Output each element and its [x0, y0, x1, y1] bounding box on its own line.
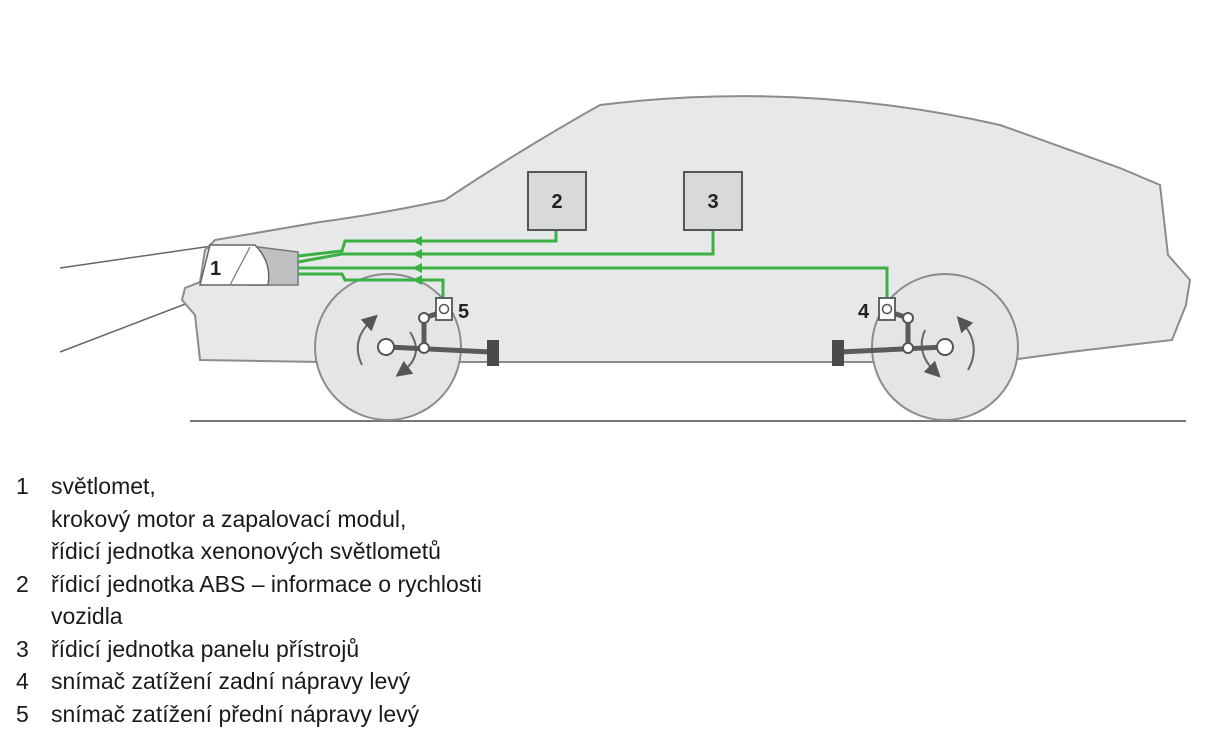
wire-abs: [297, 230, 558, 258]
rear-suspension-mount: [832, 340, 844, 366]
legend-text: krokový motor a zapalovací modul,: [51, 505, 407, 532]
rear-load-sensor-dot: [881, 303, 893, 315]
legend-item: 3 řídicí jednotka panelu přístrojů: [16, 633, 636, 666]
front-suspension-joint: [418, 312, 430, 324]
rear-wheel-hub: [936, 338, 954, 356]
headlight-lens-line: [229, 246, 251, 286]
wire-panel: [297, 230, 715, 264]
legend-number: 3: [16, 635, 29, 662]
car-diagram: 1 2 3 5 4: [59, 95, 1192, 422]
legend-number: 5: [16, 700, 29, 727]
legend-text: světlomet,: [51, 473, 156, 499]
legend-item: 2 řídicí jednotka ABS – informace o rych…: [16, 568, 636, 633]
legend-text: snímač zatížení zadní nápravy levý: [51, 668, 411, 694]
rear-suspension-joint: [902, 342, 914, 354]
wire-direction-arrows: [412, 236, 422, 285]
label-front-sensor: 5: [458, 301, 469, 323]
legend-text: vozidla: [51, 603, 123, 629]
legend-item: 5 snímač zatížení přední nápravy levý: [16, 698, 636, 731]
front-wheel-rotation-arrow: [356, 314, 378, 366]
rear-wheel-rotation-arrow: [920, 329, 941, 378]
legend-text: řídicí jednotka panelu přístrojů: [51, 635, 360, 662]
label-rear-sensor: 4: [858, 301, 870, 323]
rear-suspension-joint: [902, 312, 914, 324]
legend-number: 2: [16, 570, 29, 597]
label-abs-unit: 2: [551, 191, 562, 213]
legend-text: řídicí jednotka xenonových světlometů: [51, 538, 441, 564]
front-suspension-mount: [487, 340, 499, 366]
label-panel-unit: 3: [707, 191, 718, 213]
signal-wires: [297, 230, 889, 298]
legend-item: 1 světlomet, krokový motor a zapalovací …: [16, 470, 636, 568]
legend-text: snímač zatížení přední nápravy levý: [51, 700, 420, 727]
rear-wheel-rotation-arrow: [956, 315, 975, 371]
abs-control-unit: [527, 171, 587, 231]
panel-control-unit: [683, 171, 743, 231]
legend-item: 4 snímač zatížení zadní nápravy levý: [16, 665, 636, 698]
wire-rear-sensor: [298, 266, 889, 298]
headlight: [199, 244, 270, 286]
label-headlight: 1: [210, 258, 221, 280]
legend-number: 4: [16, 668, 29, 694]
front-load-sensor-dot: [438, 303, 450, 315]
front-wheel-hub: [377, 338, 395, 356]
legend-number: 1: [16, 473, 29, 499]
light-beam-upper: [59, 245, 213, 269]
legend: 1 světlomet, krokový motor a zapalovací …: [16, 470, 636, 730]
wire-front-sensor: [298, 272, 445, 298]
front-suspension-joint: [418, 342, 430, 354]
legend-text: řídicí jednotka ABS – informace o rychlo…: [51, 570, 482, 597]
front-wheel-rotation-arrow: [395, 331, 417, 377]
